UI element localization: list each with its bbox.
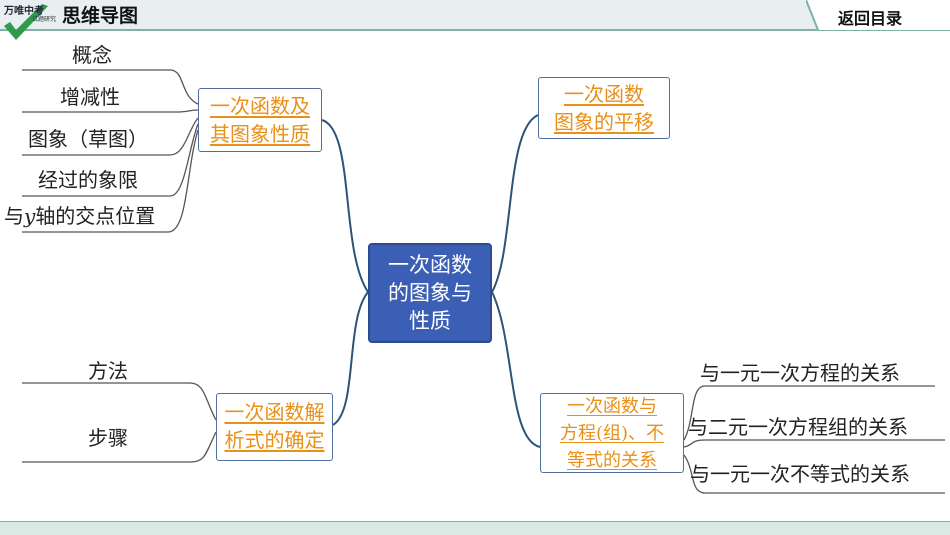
branch-graph-properties-box [198, 88, 322, 152]
header-bar [0, 0, 950, 30]
leaf-monotonicity: 增减性 [60, 85, 120, 109]
footer-bar [0, 522, 950, 535]
leaf-sketch: 图象（草图） [28, 127, 148, 151]
leaf-line-quadrants [22, 123, 199, 197]
leaf-y-intercept: 与y轴的交点位置 [4, 204, 156, 228]
branch-analytic-expression-line-1: 一次函数解 [224, 400, 325, 424]
branch-graph-properties-text: 一次函数及 其图象性质 [198, 92, 322, 148]
branch-analytic-expression-box [216, 393, 333, 461]
branch-translation-box [538, 77, 670, 139]
leaf-steps: 步骤 [88, 426, 128, 450]
leaf-line-equation-system [683, 439, 945, 448]
header-divider [0, 29, 950, 31]
branch-translation-line-1: 一次函数 [564, 82, 644, 106]
leaf-line-concept [22, 69, 199, 105]
central-topic-text: 一次函数 的图象与 性质 [368, 251, 492, 335]
central-topic-line-1: 一次函数 [388, 253, 472, 277]
leaf-line-monotonicity [22, 109, 199, 113]
leaf-line-steps [22, 431, 217, 463]
connector-center-to-equations [491, 291, 541, 448]
central-topic-line-2: 的图象与 [388, 281, 472, 305]
connector-center-to-analytic-expression [332, 291, 369, 426]
branch-equations-line-2: 方程(组)、不 [559, 423, 665, 444]
checkmark-logo-icon [4, 4, 48, 40]
branch-equations-text: 一次函数与 方程(组)、不 等式的关系 [540, 393, 684, 474]
branch-translation-line-2: 图象的平移 [554, 110, 654, 134]
branch-analytic-expression-line-2: 析式的确定 [224, 428, 325, 452]
branch-equations-line-3: 等式的关系 [567, 450, 657, 471]
leaf-quadrants: 经过的象限 [38, 168, 138, 192]
branch-graph-properties-line-2: 其图象性质 [210, 122, 310, 146]
branch-equations-line-1: 一次函数与 [567, 396, 657, 417]
connector-center-to-graph-properties [321, 119, 369, 293]
leaf-line-linear-equation [683, 385, 935, 441]
leaf-equation-system: 与二元一次方程组的关系 [688, 415, 908, 439]
branch-translation-text: 一次函数 图象的平移 [538, 80, 670, 136]
leaf-linear-equation: 与一元一次方程的关系 [700, 361, 900, 385]
branch-equations-box [540, 393, 684, 473]
central-topic-box [368, 243, 492, 343]
logo-text: 万唯中考 [4, 6, 44, 17]
back-tab-shape [806, 0, 950, 30]
central-topic-line-3: 性质 [409, 309, 451, 333]
branch-graph-properties-line-1: 一次函数及 [210, 94, 310, 118]
leaf-line-y-intercept [22, 129, 199, 233]
page-title: 思维导图 [62, 5, 139, 27]
connector-center-to-translation [491, 114, 539, 293]
leaf-line-method [22, 382, 217, 421]
leaf-inequality: 与一元一次不等式的关系 [690, 462, 910, 486]
leaf-line-sketch [22, 117, 199, 156]
logo: 万唯中考 试题研究 [2, 0, 56, 44]
back-to-contents-button[interactable]: 返回目录 [838, 9, 903, 28]
branch-analytic-expression-text: 一次函数解 析式的确定 [213, 398, 336, 454]
logo-subtext: 试题研究 [32, 16, 57, 23]
leaf-method: 方法 [88, 359, 128, 383]
leaf-line-inequality [683, 454, 945, 494]
leaf-concept: 概念 [72, 43, 112, 67]
